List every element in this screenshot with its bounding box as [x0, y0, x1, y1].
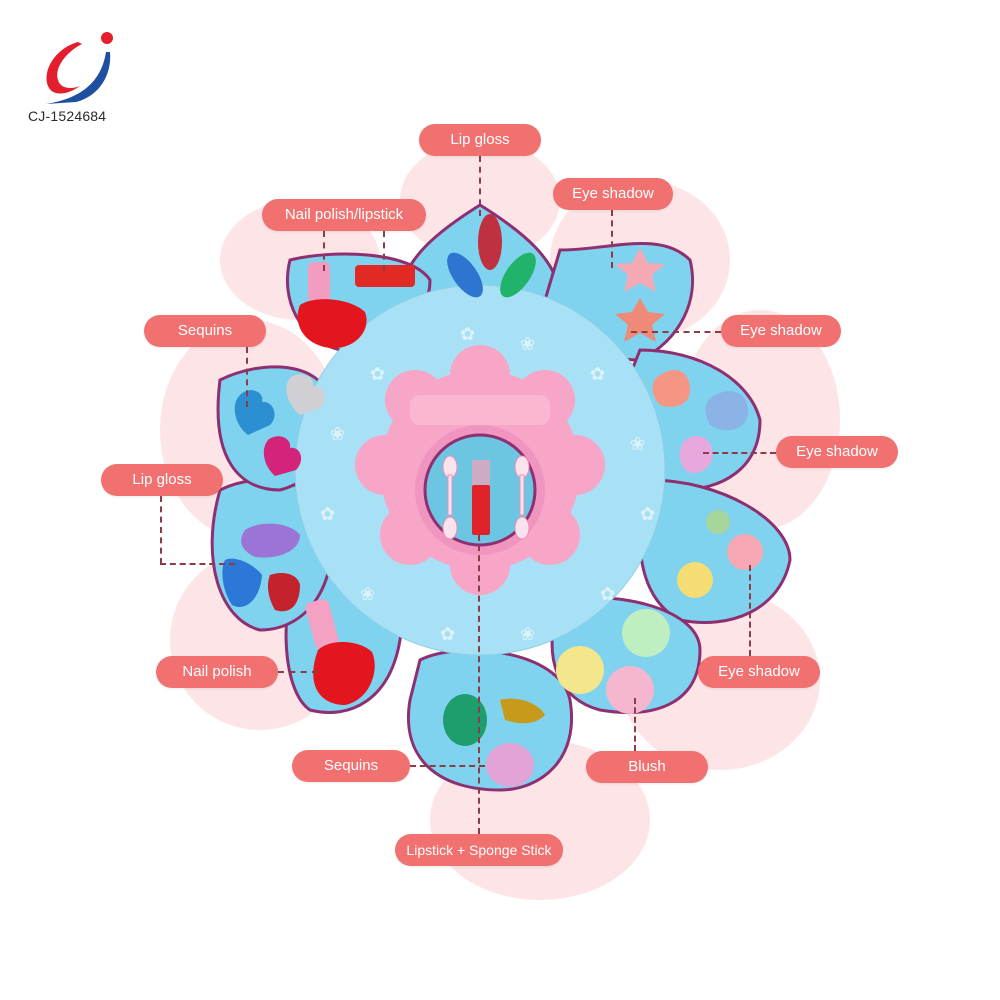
leader-line	[160, 496, 162, 564]
leader-line	[383, 231, 385, 271]
callout-lip-gloss-left: Lip gloss	[101, 464, 223, 496]
brand-logo	[36, 30, 136, 120]
svg-text:✿: ✿	[640, 504, 655, 525]
sequins-left-hearts	[234, 374, 325, 476]
cj-logo-icon	[46, 32, 113, 104]
lip-gloss-top-pans	[447, 214, 536, 298]
svg-text:✿: ✿	[440, 624, 455, 645]
svg-text:❀: ❀	[360, 584, 375, 605]
blush-pans	[556, 609, 670, 714]
product-sku: CJ-1524684	[28, 108, 107, 124]
callout-lipstick-sponge: Lipstick + Sponge Stick	[395, 834, 563, 866]
leader-line	[611, 210, 613, 268]
callout-sequins-left: Sequins	[144, 315, 266, 347]
sequins-bottom-pans	[443, 694, 545, 787]
leader-line	[634, 698, 636, 751]
leader-line	[246, 347, 248, 407]
callout-eye-shadow-3: Eye shadow	[776, 436, 898, 468]
callout-nail-polish-lipstick: Nail polish/lipstick	[262, 199, 426, 231]
leader-line	[703, 452, 776, 454]
svg-text:❀: ❀	[520, 624, 535, 645]
svg-text:❀: ❀	[520, 334, 535, 355]
svg-text:✿: ✿	[320, 504, 335, 525]
leader-line	[323, 231, 325, 271]
leader-line	[749, 565, 751, 656]
lip-gloss-left-pans	[222, 523, 300, 612]
svg-text:❀: ❀	[330, 424, 345, 445]
callout-nail-polish: Nail polish	[156, 656, 278, 688]
eye-shadow-tulips	[652, 370, 749, 474]
leader-line	[479, 156, 481, 216]
callout-eye-shadow-1: Eye shadow	[553, 178, 673, 210]
leader-line	[160, 563, 235, 565]
callout-eye-shadow-4: Eye shadow	[698, 656, 820, 688]
callout-eye-shadow-2: Eye shadow	[721, 315, 841, 347]
svg-text:❀: ❀	[630, 434, 645, 455]
svg-text:✿: ✿	[590, 364, 605, 385]
leader-line	[478, 535, 480, 834]
svg-text:✿: ✿	[600, 584, 615, 605]
svg-text:✿: ✿	[370, 364, 385, 385]
center-compact	[355, 345, 605, 595]
leader-line	[410, 765, 485, 767]
eye-shadow-flowers	[677, 510, 763, 598]
svg-text:✿: ✿	[460, 324, 475, 345]
callout-sequins-bottom: Sequins	[292, 750, 410, 782]
leader-line	[278, 671, 318, 673]
callout-lip-gloss-top: Lip gloss	[419, 124, 541, 156]
nail-polish-lipstick-set	[297, 262, 415, 349]
callout-blush: Blush	[586, 751, 708, 783]
nail-polish-bottle	[305, 599, 375, 705]
leader-line	[631, 331, 721, 333]
